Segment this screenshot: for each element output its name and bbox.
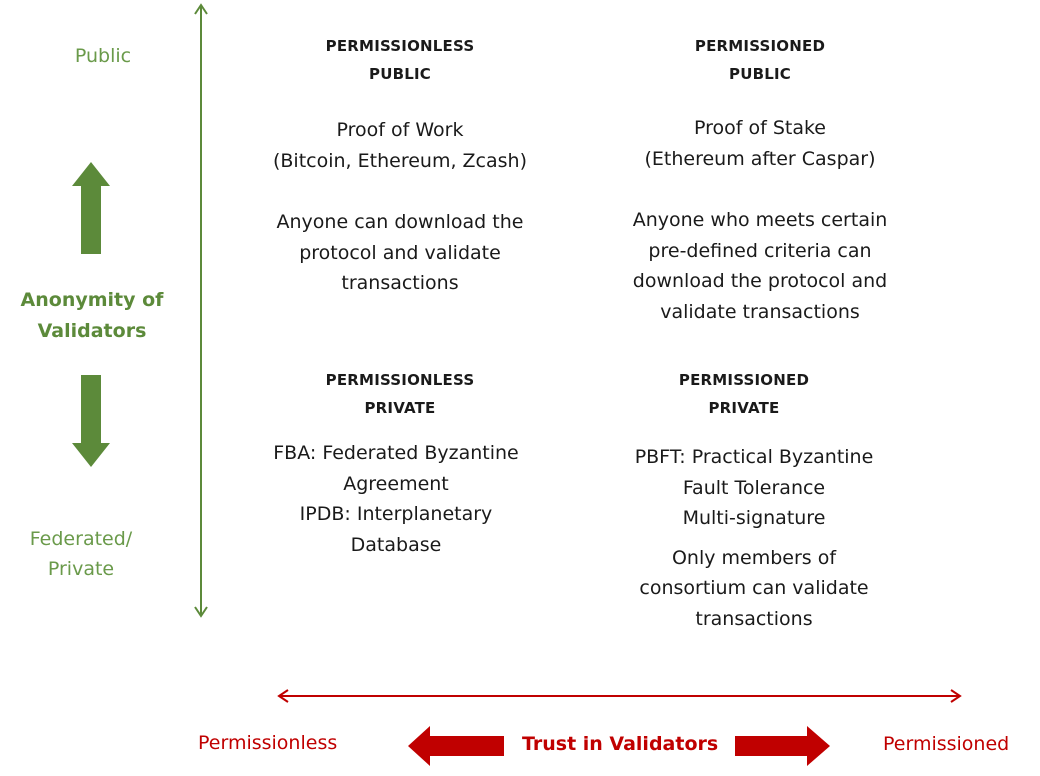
quadrant-permissioned-private: PERMISSIONED PRIVATE PBFT: Practical Byz… [574,366,934,634]
axis-title-line: Validators [37,320,147,342]
text-line: download the protocol and [632,270,888,292]
text-line: Proof of Stake [693,117,827,139]
title-line: PRIVATE [708,399,780,417]
text-line: (Bitcoin, Ethereum, Zcash) [272,149,527,172]
title-line: PRIVATE [364,399,436,417]
text-line: Multi-signature [682,507,826,529]
quadrant-permissioned-public: PERMISSIONED PUBLIC Proof of Stake (Ethe… [580,32,940,327]
text-line: transactions [695,607,813,630]
text-line: IPDB: Interplanetary [299,503,493,525]
text-line: validate transactions [660,300,860,323]
horizontal-axis-arrow [277,689,962,703]
consensus-mechanism: PBFT: Practical Byzantine Fault Toleranc… [574,442,934,534]
title-line: PUBLIC [729,65,791,83]
text-line: Anyone who meets certain [632,209,888,231]
text-line: Agreement [343,472,449,495]
anonymity-axis-title: Anonymity of Validators [0,285,184,347]
quadrant-description: Anyone who meets certain pre-defined cri… [580,205,940,327]
title-line: PERMISSIONLESS [325,371,475,389]
text-line: PBFT: Practical Byzantine [634,446,874,468]
text-line: Proof of Work [336,119,464,141]
title-line: PERMISSIONED [678,371,810,389]
title-line: PUBLIC [369,65,431,83]
quadrant-permissionless-private: PERMISSIONLESS PRIVATE FBA: Federated By… [220,366,580,560]
public-label: Public [74,45,132,67]
quadrant-description: Only members of consortium can validate … [574,543,934,635]
quadrant-title: PERMISSIONLESS PRIVATE [220,366,580,422]
text-line: protocol and validate [299,241,501,264]
quadrant-title: PERMISSIONED PRIVATE [554,366,934,422]
label-line: Private [47,558,115,580]
federated-private-label: Federated/ Private [0,524,181,584]
up-arrow-icon [72,162,110,254]
text-line: consortium can validate [639,577,869,599]
text-line: (Ethereum after Caspar) [644,147,876,170]
text-line: Anyone can download the [276,211,524,233]
consensus-mechanism: Proof of Work (Bitcoin, Ethereum, Zcash) [220,115,580,176]
text-line: pre-defined criteria can [648,239,872,262]
consensus-mechanism: Proof of Stake (Ethereum after Caspar) [580,113,940,174]
text-line: transactions [341,272,459,294]
quadrant-title: PERMISSIONED PUBLIC [580,32,940,88]
permissioned-label: Permissioned [883,733,1010,755]
text-line: Database [350,533,442,556]
down-arrow-icon [72,375,110,467]
quadrant-description: Anyone can download the protocol and val… [220,207,580,299]
axis-title-line: Anonymity of [20,289,164,311]
quadrant-permissionless-public: PERMISSIONLESS PUBLIC Proof of Work (Bit… [220,32,580,299]
text-line: FBA: Federated Byzantine [273,442,519,464]
text-line: Fault Tolerance [682,476,826,499]
permissionless-label: Permissionless [198,732,338,754]
title-line: PERMISSIONED [694,37,826,55]
consensus-mechanism: FBA: Federated Byzantine Agreement IPDB:… [212,438,580,560]
quadrant-title: PERMISSIONLESS PUBLIC [220,32,580,88]
text-line: Only members of [671,546,837,569]
left-arrow-icon [408,726,504,766]
right-arrow-icon [735,726,830,766]
title-line: PERMISSIONLESS [325,37,475,55]
label-line: Federated/ [29,528,133,550]
vertical-axis-arrow [194,3,208,618]
trust-axis-title: Trust in Validators [522,733,719,755]
